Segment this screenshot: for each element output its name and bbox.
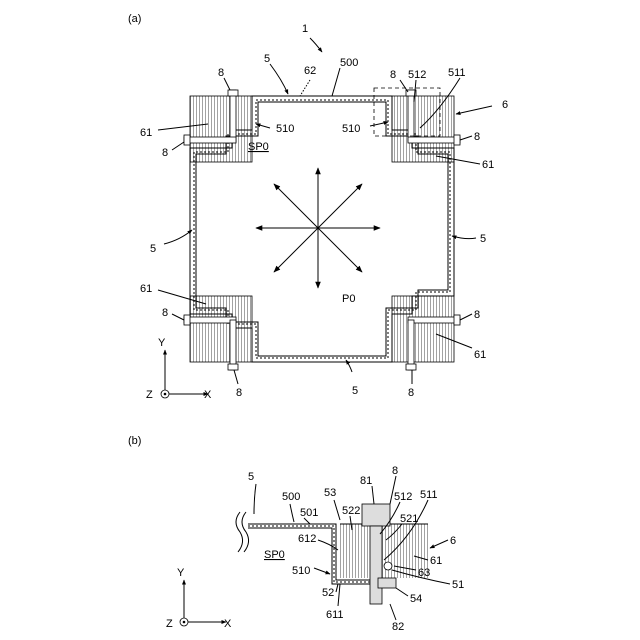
bolt-head-81 — [362, 504, 390, 526]
panel-a-label: (a) — [128, 13, 141, 25]
panel-b-label: (b) — [128, 435, 141, 447]
ref-8-tr-top: 8 — [390, 69, 396, 81]
bolt-br-vertical-head — [406, 364, 416, 370]
bolt-shaft — [370, 526, 382, 604]
bolt-br-horizontal-head — [454, 315, 460, 325]
bolt-br-horizontal — [408, 317, 460, 323]
ref-b-611: 611 — [326, 609, 344, 621]
ref-b-63: 63 — [418, 567, 430, 579]
axis-a-x: X — [204, 389, 212, 401]
sp0-label: SP0 — [248, 141, 269, 153]
bolt-tr-horizontal-head — [454, 135, 460, 145]
ref-8-bl-bottom: 8 — [236, 387, 242, 399]
axis-a-y: Y — [158, 337, 166, 349]
p0-label: P0 — [342, 293, 355, 305]
pressure-arrows — [256, 168, 380, 288]
ref-b-82: 82 — [392, 621, 404, 633]
ref-b-612: 612 — [298, 533, 316, 545]
ref-8-bl-left: 8 — [162, 307, 168, 319]
panel-b: (b) — [128, 435, 464, 633]
ref-b-512: 512 — [394, 491, 412, 503]
axis-a-z: Z — [146, 389, 153, 401]
ref-1: 1 — [302, 23, 308, 35]
ref-b-61: 61 — [430, 555, 442, 567]
ref-5-left: 5 — [150, 243, 156, 255]
ref-b-5: 5 — [248, 471, 254, 483]
ref-8-br-bottom: 8 — [408, 387, 414, 399]
ref-b-52: 52 — [322, 587, 334, 599]
break-symbol — [242, 512, 249, 552]
bolt-tl-horizontal — [184, 137, 236, 143]
ref-b-511: 511 — [420, 489, 438, 501]
ref-b-521: 521 — [400, 513, 418, 525]
ref-510-right: 510 — [342, 123, 360, 135]
block-61-bottom-left — [190, 296, 252, 362]
ref-511: 511 — [448, 67, 466, 79]
ref-b-53: 53 — [324, 487, 336, 499]
axis-b-x: X — [224, 618, 232, 630]
ref-61-top-right: 61 — [482, 159, 494, 171]
block-61-bottom-right — [392, 296, 454, 362]
ref-8-tr-right: 8 — [474, 131, 480, 143]
ref-61-bottom-left: 61 — [140, 283, 152, 295]
ref-512: 512 — [408, 69, 426, 81]
ref-61-bottom-right: 61 — [474, 349, 486, 361]
bolt-bl-horizontal — [184, 317, 236, 323]
ref-8-br-right: 8 — [474, 309, 480, 321]
ref-8-tl-top: 8 — [218, 67, 224, 79]
ref-b-54: 54 — [410, 593, 422, 605]
ref-b-51: 51 — [452, 579, 464, 591]
ref-8-tl-left: 8 — [162, 147, 168, 159]
ref-b-522: 522 — [342, 505, 360, 517]
sp0-label-b: SP0 — [264, 549, 285, 561]
ref-b-500: 500 — [282, 491, 300, 503]
ref-5-right: 5 — [480, 233, 486, 245]
bolt-bl-vertical-head — [228, 364, 238, 370]
axes-b: Y X Z — [166, 567, 232, 630]
bolt-bl-vertical — [230, 320, 236, 370]
ref-61-top-left: 61 — [140, 127, 152, 139]
bolt-br-vertical — [408, 320, 414, 370]
ref-62: 62 — [304, 65, 316, 77]
bolt-bl-horizontal-head — [184, 315, 190, 325]
axis-b-z: Z — [166, 618, 173, 630]
ref-500: 500 — [340, 57, 358, 69]
hole-63-icon — [384, 562, 392, 570]
bolt-tl-vertical — [230, 90, 236, 142]
ref-b-81: 81 — [360, 475, 372, 487]
bolt-tr-horizontal — [408, 137, 460, 143]
bolt-tl-horizontal-head — [184, 135, 190, 145]
ref-b-501: 501 — [300, 507, 318, 519]
bolt-tl-vertical-head — [228, 90, 238, 96]
ref-5-bottom: 5 — [352, 385, 358, 397]
ref-510-left: 510 — [276, 123, 294, 135]
ref-6: 6 — [502, 99, 508, 111]
ref-b-6: 6 — [450, 535, 456, 547]
ref-b-8: 8 — [392, 465, 398, 477]
panel-a: (a) — [128, 13, 508, 401]
nut-82 — [378, 578, 396, 588]
axis-b-y: Y — [177, 567, 185, 579]
ref-b-510: 510 — [292, 565, 310, 577]
bolt-tr-vertical — [408, 90, 414, 142]
ref-5-top: 5 — [264, 53, 270, 65]
